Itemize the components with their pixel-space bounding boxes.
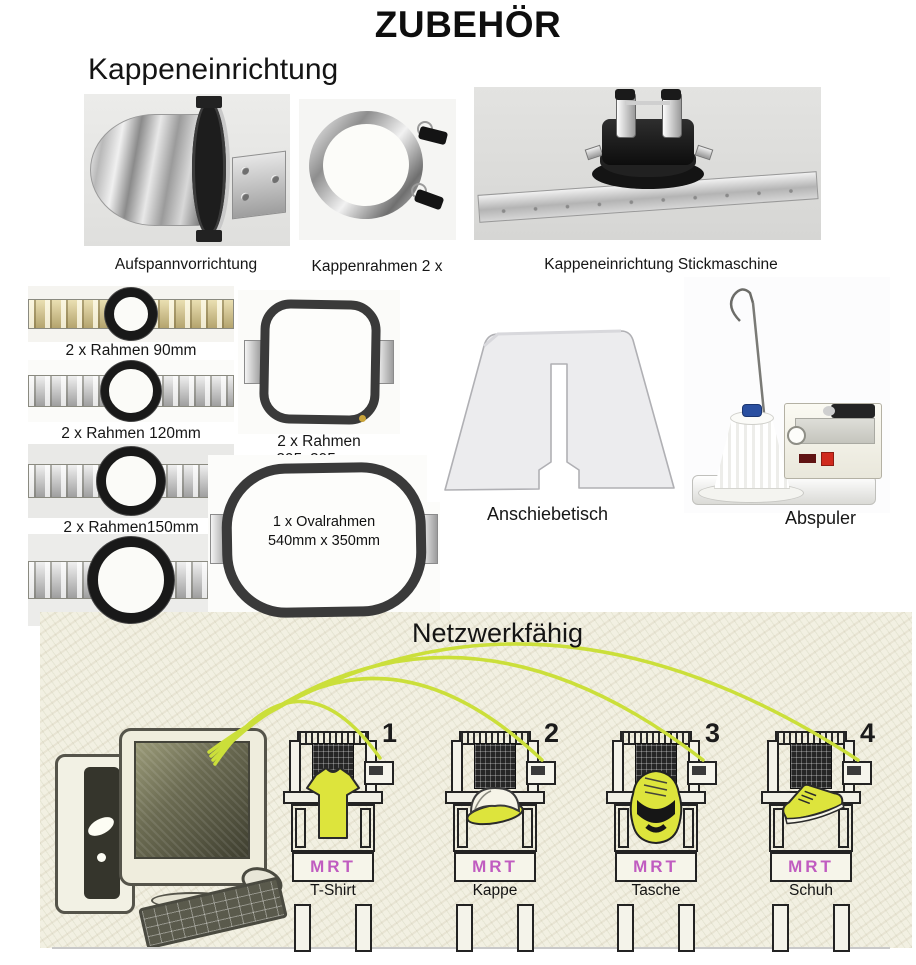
photo-kappenrahmen — [299, 99, 456, 240]
machine-leg-graphic — [678, 904, 695, 952]
machine-item-label: Schuh — [789, 882, 833, 899]
machine-leg-graphic — [517, 904, 534, 952]
brand-plate: MRT — [454, 852, 536, 882]
machine-leg-graphic — [617, 904, 634, 952]
label-ovalrahmen-line2: 540mm x 350mm — [267, 533, 380, 549]
brand-label: MRT — [633, 857, 679, 876]
gold-screw-graphic — [359, 415, 366, 422]
control-panel-graphic — [364, 761, 394, 785]
hardware-graphic — [196, 96, 222, 108]
cone-cap-graphic — [742, 404, 762, 417]
photo-anschiebetisch — [427, 318, 680, 502]
metal-clip-graphic — [694, 144, 714, 161]
machine-number: 2 — [543, 718, 559, 748]
bracket-graphic — [232, 150, 286, 220]
computer-illustration — [55, 724, 288, 950]
brand-plate: MRT — [770, 852, 852, 882]
machine-leg-graphic — [294, 904, 311, 952]
keyboard-graphic — [138, 876, 288, 950]
brand-label: MRT — [310, 857, 356, 876]
table-plate-graphic — [444, 329, 675, 491]
shoe-graphic — [782, 783, 845, 825]
tshirt-graphic — [306, 767, 360, 839]
brand-plate: MRT — [292, 852, 374, 882]
photo-rahmen-120 — [28, 360, 234, 422]
photo-kappeneinrichtung-stickmaschine — [474, 87, 821, 240]
machine-2: 2 MRT Kappe — [445, 718, 559, 952]
frame-post-graphic — [451, 740, 463, 798]
brand-label: MRT — [788, 857, 834, 876]
frame-ring-graphic — [88, 537, 174, 623]
caption-kappeneinrichtung-stickmaschine: Kappeneinrichtung Stickmaschine — [544, 256, 778, 273]
photo-abspuler — [684, 277, 890, 513]
control-panel-graphic — [687, 761, 717, 785]
label-rahmen-90: 2 x Rahmen 90mm — [65, 342, 197, 359]
binder-clip-graphic — [413, 188, 445, 211]
frame-post-graphic — [289, 740, 301, 798]
machine-4: 4 MRT Schuh — [761, 718, 875, 952]
drum-ring-graphic — [192, 100, 226, 236]
frame-ring-graphic — [101, 361, 161, 421]
section-heading-kappeneinrichtung: Kappeneinrichtung — [88, 53, 339, 86]
machine-leg-graphic — [833, 904, 850, 952]
control-panel-graphic — [842, 761, 872, 785]
frame-arm-graphic — [28, 375, 106, 407]
frame-arm-graphic — [152, 299, 234, 329]
frame-arm-graphic — [156, 375, 234, 407]
caption-kappenrahmen: Kappenrahmen 2 x — [311, 258, 443, 275]
photo-ovalrahmen: 1 x Ovalrahmen 540mm x 350mm — [208, 455, 440, 623]
machine-number: 3 — [704, 718, 720, 748]
photo-rahmen-180 — [28, 534, 234, 626]
machine-leg-graphic — [772, 904, 789, 952]
label-abspuler: Abspuler — [785, 508, 857, 528]
chrome-post-graphic — [661, 89, 682, 138]
crossbar-graphic — [626, 101, 670, 105]
machine-number: 4 — [859, 718, 875, 748]
control-panel-graphic — [526, 761, 556, 785]
photo-rahmen-295 — [238, 290, 400, 434]
brand-label: MRT — [472, 857, 518, 876]
label-rahmen-150: 2 x Rahmen150mm — [63, 519, 199, 536]
photo-aufspannvorrichtung — [84, 94, 290, 246]
cap-ring-graphic — [303, 105, 429, 225]
page-title: ZUBEHÖR — [374, 4, 562, 45]
machine-1: 1 MRT T-Shirt — [283, 718, 397, 952]
machine-item-label: Tasche — [631, 882, 681, 899]
frame-arm-graphic — [28, 464, 102, 498]
machine-leg-graphic — [456, 904, 473, 952]
chrome-drum-graphic — [90, 114, 208, 226]
frame-arm-graphic — [28, 299, 110, 329]
label-ovalrahmen-line1: 1 x Ovalrahmen — [272, 514, 376, 530]
caption-aufspannvorrichtung: Aufspannvorrichtung — [114, 256, 258, 273]
backpack-graphic — [629, 769, 683, 845]
monitor-graphic — [119, 728, 274, 905]
frame-post-graphic — [612, 740, 624, 798]
cap-graphic — [466, 786, 524, 826]
machine-leg-graphic — [355, 904, 372, 952]
machine-3: 3 MRT Tasche — [606, 718, 720, 952]
frame-ring-graphic — [105, 288, 157, 340]
frame-arm-graphic — [28, 561, 93, 599]
hardware-graphic — [196, 230, 222, 242]
network-section: Netzwerkfähig 1 MRT — [40, 612, 912, 952]
winder-unit-graphic — [784, 403, 882, 479]
photo-rahmen-90 — [28, 286, 234, 342]
frame-ring-graphic — [97, 447, 165, 515]
brand-plate: MRT — [615, 852, 697, 882]
machine-item-label: T-Shirt — [310, 882, 356, 899]
square-frame-graphic — [258, 298, 382, 426]
section-heading-netzwerkfaehig: Netzwerkfähig — [412, 618, 584, 648]
binder-clip-graphic — [417, 125, 449, 146]
photo-rahmen-150 — [28, 444, 234, 518]
chrome-post-graphic — [615, 89, 636, 138]
machine-number: 1 — [381, 718, 397, 748]
machine-item-label: Kappe — [472, 882, 518, 899]
label-rahmen-120: 2 x Rahmen 120mm — [61, 425, 201, 442]
label-anschiebetisch: Anschiebetisch — [487, 504, 609, 524]
